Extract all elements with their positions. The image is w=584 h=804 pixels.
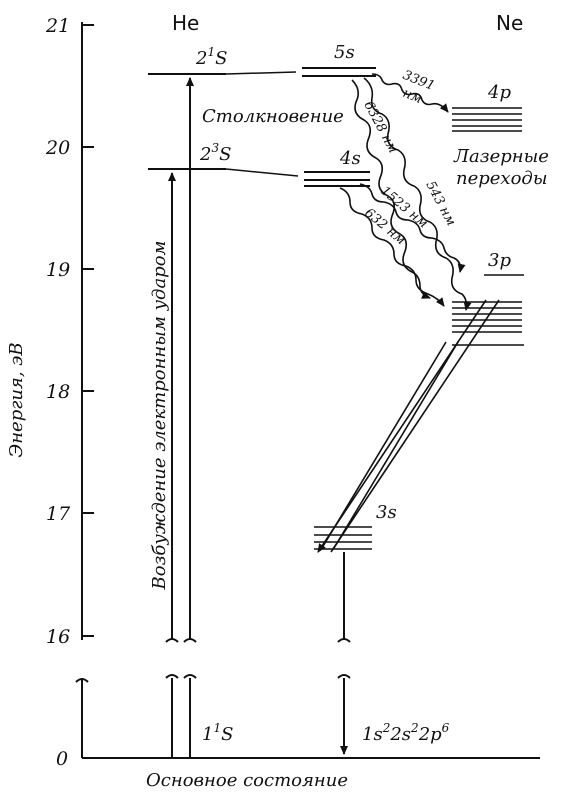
helium-header: He <box>172 11 199 35</box>
tick-16: 16 <box>46 626 70 648</box>
ne-4s-label: 4s <box>339 148 361 169</box>
ne-3s-label: 3s <box>376 502 397 523</box>
tick-0: 0 <box>56 748 68 770</box>
label-3391-unit: нм <box>401 86 425 107</box>
ne-5s-label: 5s <box>334 42 355 63</box>
collision-transfer-4s <box>225 168 299 177</box>
laser-label-line2: переходы <box>456 168 547 189</box>
decay-3p-3s <box>317 299 500 553</box>
collision-transfer-5s <box>225 71 297 75</box>
he-2-1s-label: 21S <box>195 45 227 69</box>
ground-state-label: Основное состояние <box>146 770 348 791</box>
he-2-3s-label: 23S <box>199 141 231 165</box>
collision-label: Столкновение <box>202 106 344 127</box>
ne-4p-label: 4p <box>487 82 511 103</box>
laser-label-line1: Лазерные <box>453 146 549 167</box>
y-axis-label: Энергия, эВ <box>6 342 27 457</box>
transition-1523 <box>359 183 466 273</box>
excitation-label: Возбуждение электронным ударом <box>149 241 170 591</box>
energy-axis <box>75 22 540 759</box>
neon-levels <box>302 67 524 755</box>
tick-21: 21 <box>45 15 70 37</box>
tick-19: 19 <box>46 259 70 281</box>
tick-17: 17 <box>46 503 71 525</box>
neon-header: Ne <box>496 11 523 35</box>
helium-levels <box>148 73 226 758</box>
tick-20: 20 <box>45 137 70 159</box>
transition-3391 <box>371 73 449 113</box>
axis-tick-labels: 21 20 19 18 17 16 0 <box>45 15 71 770</box>
ne-ground-label: 1s22s22p6 <box>362 721 450 745</box>
ne-3p-label: 3p <box>488 250 511 271</box>
transition-632 <box>339 187 445 307</box>
transition-6328 <box>351 79 431 299</box>
he-ground-label: 11S <box>202 721 233 745</box>
transition-543 <box>363 77 472 311</box>
laser-transitions <box>339 73 472 311</box>
tick-18: 18 <box>46 381 70 403</box>
